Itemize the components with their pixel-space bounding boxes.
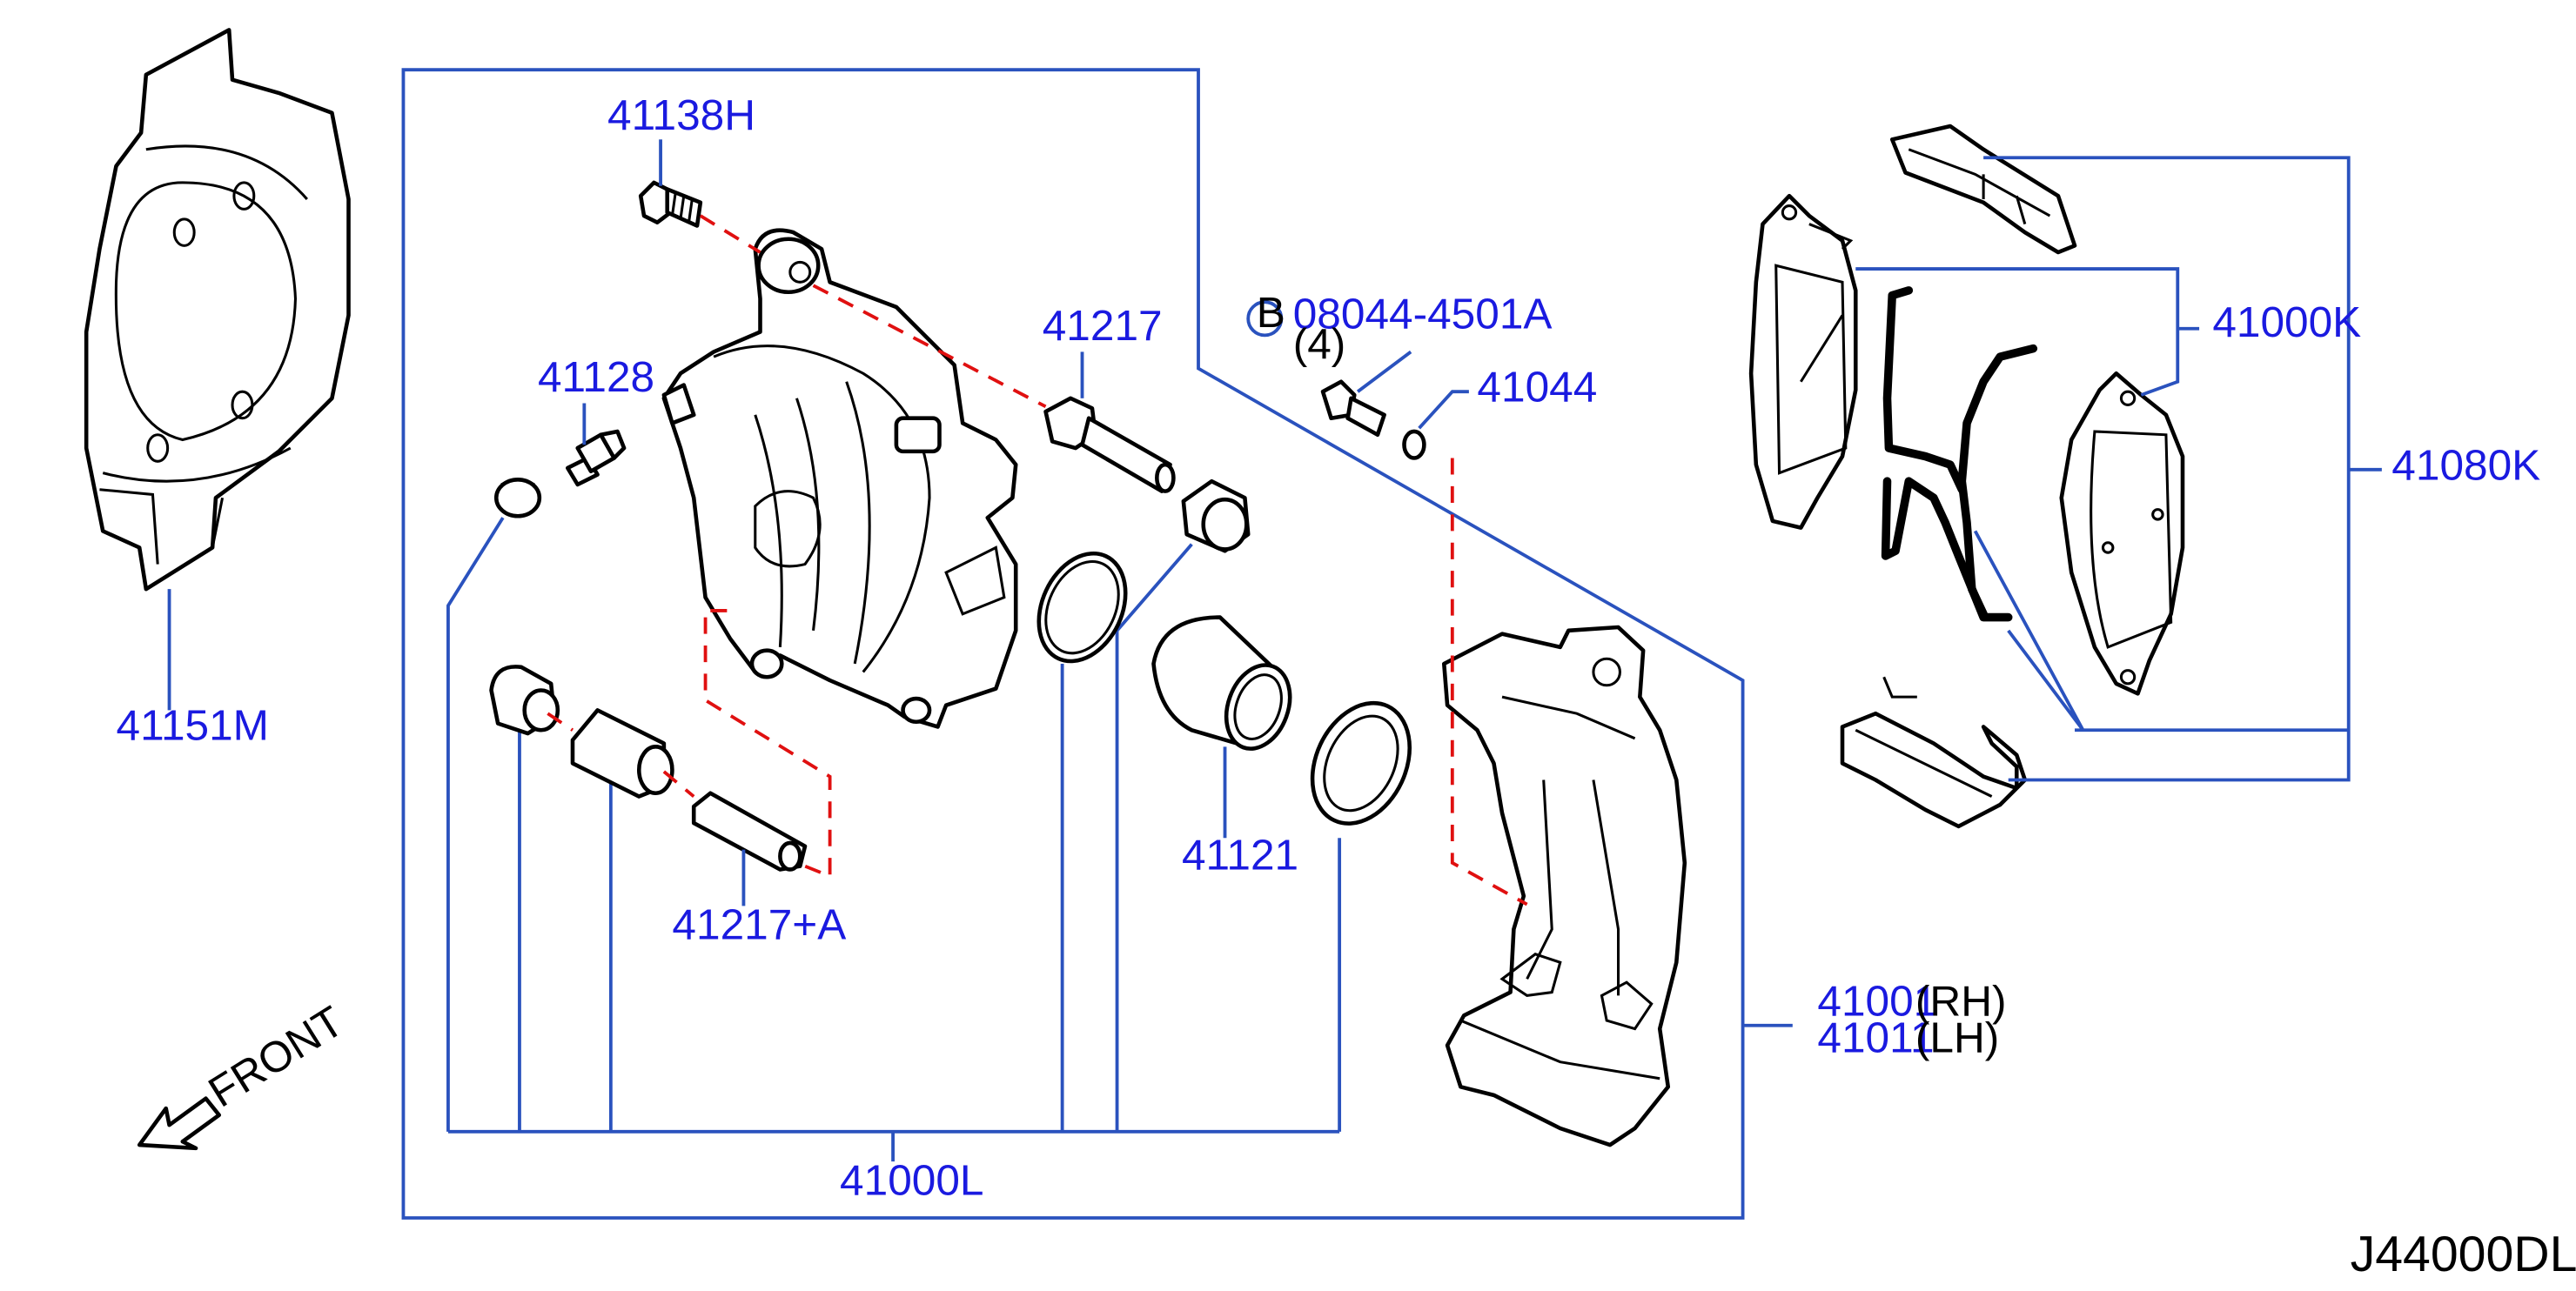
guide-pin-41217A [691,791,808,872]
label-08044-qty: (4) [1293,319,1346,368]
dash-bracket [1450,458,1528,906]
label-41138H: 41138H [607,90,755,139]
label-41128: 41128 [538,352,654,401]
pad-spring-wires [1881,286,2038,622]
caliper-body [661,228,1018,729]
leader-41000K [1855,267,2200,397]
bolt-41138H [638,180,703,228]
washer-41044 [1402,429,1426,460]
piston-seal [1036,551,1128,664]
bolt-08044 [1320,379,1386,438]
dash-41138H [699,214,761,254]
label-41044: 41044 [1477,363,1597,411]
leader-41080K [1973,156,2382,782]
brake-pad-inner [1748,193,1858,530]
diagram-code: J44000DL [2351,1227,2576,1282]
label-41217: 41217 [1043,301,1163,350]
front-label: FRONT [200,996,352,1116]
leader-41044 [1418,390,1469,430]
dash-pin-path [547,712,695,799]
leader-08044 [1356,350,1412,393]
dust-shield-41151M [84,28,351,592]
label-41080K: 41080K [2392,440,2540,489]
bleeder-screw-41128 [565,429,627,487]
piston-boot [1181,478,1251,553]
dash-41217 [812,284,1047,409]
label-41151M: 41151M [117,701,269,750]
label-41000L: 41000L [840,1155,983,1204]
brake-pad-outer [2059,371,2185,696]
front-arrow-icon [137,1096,222,1151]
label-41011-side: (LH) [1915,1013,1999,1061]
caliper-assembly-outline [401,68,1745,1220]
label-41001-side: (RH) [1915,976,2007,1025]
anti-rattle-clip-lower [1840,676,2028,829]
anti-rattle-clip-upper [1889,124,2077,255]
label-41011: 41011 [1817,1013,1934,1061]
label-41121: 41121 [1182,830,1298,879]
piston-41121 [1151,615,1292,751]
pin-boot-small [489,665,560,736]
guide-pin-41217 [1043,396,1176,493]
boot-ring [1310,700,1412,826]
label-41000K: 41000K [2212,298,2361,346]
label-41217A: 41217+A [672,900,846,949]
dash-caliper-box [703,609,832,879]
badge-circle [1246,300,1284,338]
label-08044: 08044-4501A [1293,290,1553,338]
bleeder-cap [493,477,542,518]
badge-letter: B [1257,288,1285,337]
label-41001: 41001 [1817,976,1937,1025]
caliper-bracket-41001 [1441,625,1687,1147]
sleeve-bushing [570,708,674,799]
